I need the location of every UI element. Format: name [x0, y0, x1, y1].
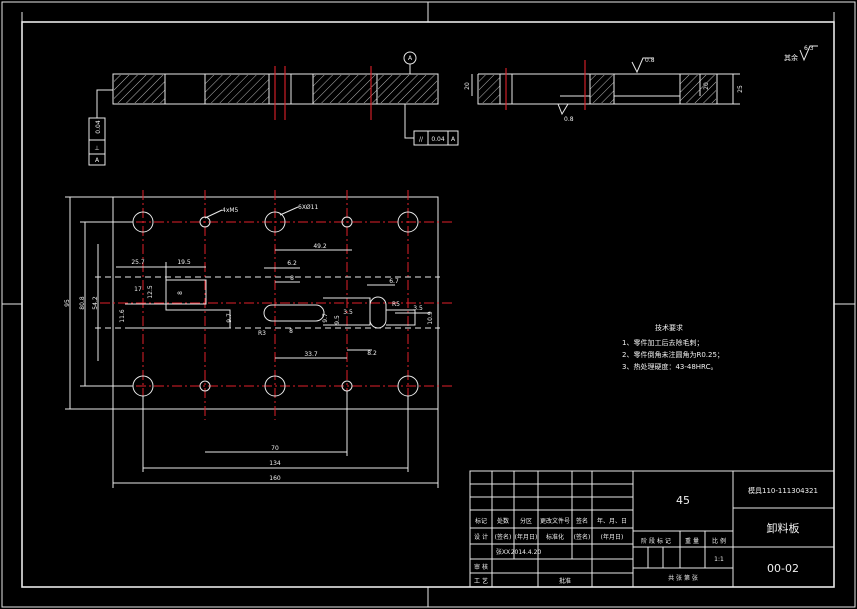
dim-11-6: 11.6: [119, 309, 126, 323]
plan-dimensions: [65, 196, 439, 488]
dim-70: 70: [271, 445, 279, 452]
tech-note-1: 1、零件加工后去除毛刺；: [622, 338, 703, 347]
plan-view: [95, 190, 455, 420]
parallelism-datum: A: [451, 136, 456, 143]
flatness-value: 0.04: [95, 120, 102, 134]
dim-160: 160: [269, 475, 281, 482]
row-std: 标准化: [546, 533, 564, 541]
row-design-sig: (签名): [495, 533, 512, 541]
dim-6-7: 6.7: [389, 278, 399, 285]
hdr-count: 处数: [497, 517, 509, 525]
flatness-datum: A: [95, 157, 100, 164]
dim-3-5b: 3.5: [413, 305, 423, 312]
hdr-sign: 签名: [576, 517, 588, 525]
section-view-right: 20 20 25 0.8 0.8: [464, 57, 744, 123]
dim-9-7b: 9.7: [322, 313, 329, 323]
row-craft: 工 艺: [474, 577, 488, 585]
dim-49-2: 49.2: [313, 243, 327, 250]
tech-note-2: 2、零件倒角未注圆角为R0.25；: [622, 350, 724, 359]
scale-value: 1:1: [714, 556, 724, 563]
title-part-name: 卸料板: [767, 521, 800, 535]
scale-label: 比 例: [712, 537, 726, 545]
row-approve: 批准: [559, 577, 571, 585]
row-design: 设 计: [474, 533, 488, 541]
row-design-date: (年月日): [515, 533, 538, 541]
dim-3-5a: 3.5: [343, 309, 353, 316]
dim-54-2: 54.2: [92, 296, 99, 310]
parallelism-tolerance-frame: // 0.04 A: [404, 104, 459, 146]
roughness-a: 0.8: [645, 57, 655, 64]
title-drawing-code: 模具110-111304321: [748, 486, 818, 495]
row-student: 张XX: [496, 548, 510, 556]
title-material: 45: [676, 494, 690, 507]
tech-note-3: 3、热处理硬度：43-48HRC。: [622, 362, 717, 371]
datum-a-label: A: [408, 55, 413, 62]
row-review: 审 核: [474, 563, 488, 571]
row-std-sig: (签名): [574, 533, 591, 541]
datum-a-marker: A: [403, 51, 417, 74]
dim-95: 95: [64, 299, 71, 307]
dim-8a: 8: [177, 291, 184, 295]
dim-r3: R3: [258, 330, 266, 337]
title-drawing-no: 00-02: [767, 562, 799, 575]
roughness-rest-value: 6.3: [804, 45, 814, 52]
dim-9-5: 9.5: [334, 315, 341, 325]
hdr-zone: 分区: [520, 517, 532, 525]
roughness-rest: 其余 6.3: [784, 45, 818, 62]
dim-12-5: 12.5: [147, 285, 154, 299]
dim-19-5: 19.5: [177, 259, 191, 266]
parallelism-value: 0.04: [431, 136, 445, 143]
row-date-val: 2014.4.20: [511, 549, 542, 556]
dim-33-7: 33.7: [304, 351, 318, 358]
dim-80-8: 80.8: [79, 296, 86, 310]
dim-10-9: 10.9: [427, 311, 434, 325]
title-block: [469, 470, 835, 588]
callout-6xd11: 6XØ11: [298, 204, 318, 211]
roughness-b: 0.8: [564, 116, 574, 123]
weight-label: 重 量: [685, 537, 699, 545]
stage-label: 阶 段 标 记: [641, 537, 671, 545]
parallelism-symbol: //: [419, 136, 424, 143]
dim-r5: R5: [392, 301, 400, 308]
flatness-tolerance-frame: 0.04 ⊥ A: [88, 89, 113, 166]
dim-8c: 8: [289, 328, 293, 335]
dim-6-2: 6.2: [287, 260, 297, 267]
hdr-doc: 更改文件号: [540, 517, 570, 525]
roughness-rest-label: 其余: [784, 53, 798, 62]
row-std-date: (年月日): [601, 533, 624, 541]
tech-notes-title: 技术要求: [655, 323, 683, 332]
hdr-date: 年、月、日: [597, 517, 627, 525]
dim-9-7: 9.7: [226, 313, 233, 323]
dim-17: 17: [134, 286, 142, 293]
dim-134: 134: [269, 460, 281, 467]
thickness-20-left: 20: [464, 82, 471, 90]
thickness-25: 25: [737, 85, 744, 93]
section-view-left: [112, 66, 439, 120]
callout-4xm5: 4xM5: [222, 207, 239, 214]
sheets-label: 共 张 第 张: [668, 574, 698, 582]
hdr-mark: 标记: [475, 517, 487, 525]
dim-8-2: 8.2: [367, 350, 377, 357]
thickness-20-right: 20: [703, 82, 710, 90]
flatness-symbol: ⊥: [94, 145, 99, 152]
dim-25-7: 25.7: [131, 259, 145, 266]
dim-8b: 8: [290, 275, 294, 282]
